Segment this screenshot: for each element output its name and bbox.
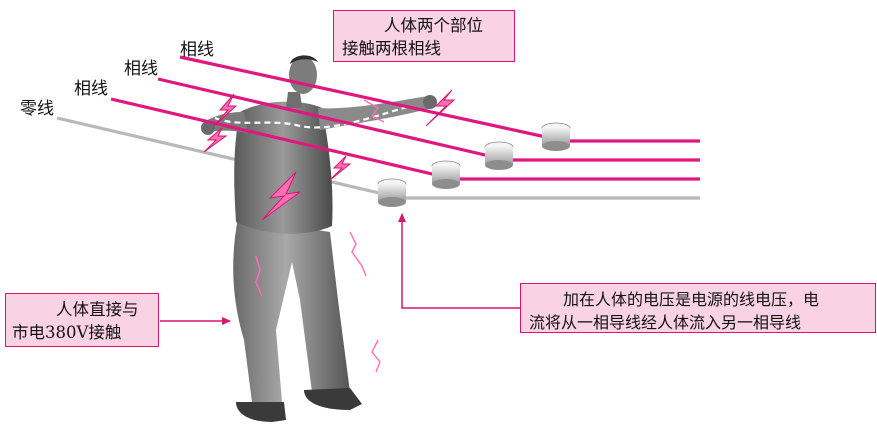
arrow-icon xyxy=(402,214,520,308)
callout-line: 接触两根相线 xyxy=(342,37,510,60)
spark-icon xyxy=(372,340,380,372)
phase-wires xyxy=(111,57,700,179)
spark-icon xyxy=(350,232,366,276)
insulator xyxy=(378,179,406,207)
callout-line: 人体直接与 xyxy=(12,298,154,321)
insulator xyxy=(485,142,513,170)
callout-direct-contact: 人体直接与 市电380V接触 xyxy=(5,293,159,347)
callout-line: 人体两个部位 xyxy=(342,14,510,37)
phase-wire-label: 相线 xyxy=(124,54,158,79)
callout-line-voltage: 加在人体的电压是电源的线电压，电 流将从一相导线经人体流入另一相导线 xyxy=(520,283,876,333)
insulator xyxy=(432,161,460,189)
neutral-wire-label: 零线 xyxy=(20,94,54,119)
spark-icon xyxy=(330,156,350,180)
phase-wire-label: 相线 xyxy=(74,74,108,99)
callout-line: 加在人体的电压是电源的线电压，电 xyxy=(529,288,871,311)
callout-line: 市电380V接触 xyxy=(12,321,154,344)
insulator xyxy=(542,123,570,151)
phase-wire-label: 相线 xyxy=(180,35,214,60)
callout-two-phase-contact: 人体两个部位 接触两根相线 xyxy=(333,10,515,62)
callout-line: 流将从一相导线经人体流入另一相导线 xyxy=(529,311,871,334)
